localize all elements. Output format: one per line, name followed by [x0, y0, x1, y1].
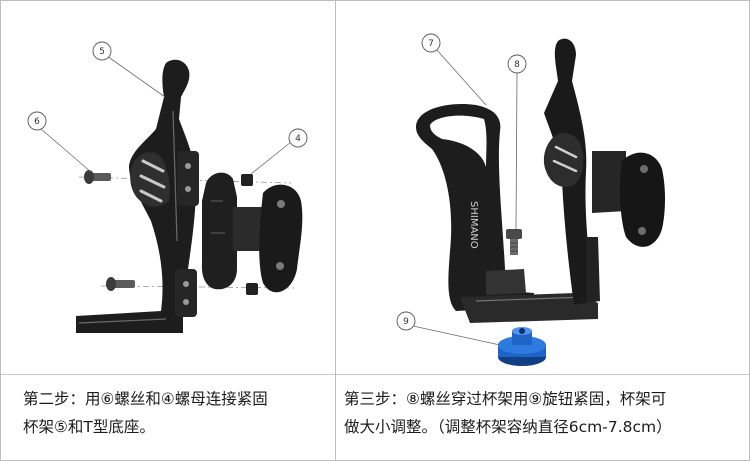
right-arm-assembly: [543, 38, 665, 306]
step3-caption: 第三步：⑧螺丝穿过杯架用⑨旋钮紧固，杯架可做大小调整。（调整杯架容纳直径6cm-…: [344, 385, 741, 441]
callout-7-number: 7: [428, 39, 434, 49]
step3-caption-line1: 第三步：⑧螺丝穿过杯架用⑨旋钮紧固，杯架可: [344, 390, 667, 408]
callout-8: 8: [507, 54, 527, 230]
step2-caption-line1: 第二步：用⑥螺丝和④螺母连接紧固: [23, 390, 268, 408]
screw-part-8: [506, 229, 522, 255]
step3-figure: SHIMANO: [336, 1, 749, 375]
nut-part-4: [241, 174, 258, 295]
brand-lettering: SHIMANO: [468, 201, 479, 249]
callout-9-number: 9: [403, 317, 409, 327]
step3-panel: SHIMANO: [336, 1, 749, 460]
step2-assembly-illustration: 5 6 4: [27, 41, 308, 333]
t-base: [201, 172, 303, 293]
step2-caption-line2: 杯架⑤和T型底座。: [23, 418, 155, 436]
callout-9: 9: [396, 311, 501, 346]
cup-holder-part-7: SHIMANO: [416, 103, 598, 323]
callout-5-number: 5: [99, 47, 105, 57]
callout-6: 6: [27, 111, 92, 173]
step3-assembly-illustration: SHIMANO: [396, 33, 665, 366]
step2-figure: 5 6 4: [1, 1, 335, 375]
knob-part-9: [498, 327, 546, 366]
callout-5: 5: [92, 41, 166, 98]
step3-caption-line2: 做大小调整。（调整杯架容纳直径6cm-7.8cm）: [344, 418, 672, 436]
cage-arm-part-5: [76, 59, 199, 333]
step2-caption: 第二步：用⑥螺丝和④螺母连接紧固杯架⑤和T型底座。: [23, 385, 327, 441]
callout-4: 4: [250, 128, 308, 175]
screw-part-6: [84, 170, 135, 291]
step2-panel: 5 6 4 第二步：用⑥螺丝和④螺母连接紧固杯架⑤和T型底座。: [1, 1, 336, 460]
callout-4-number: 4: [295, 134, 301, 144]
callout-7: 7: [421, 33, 487, 106]
callout-8-number: 8: [514, 60, 520, 70]
callout-6-number: 6: [34, 117, 40, 127]
